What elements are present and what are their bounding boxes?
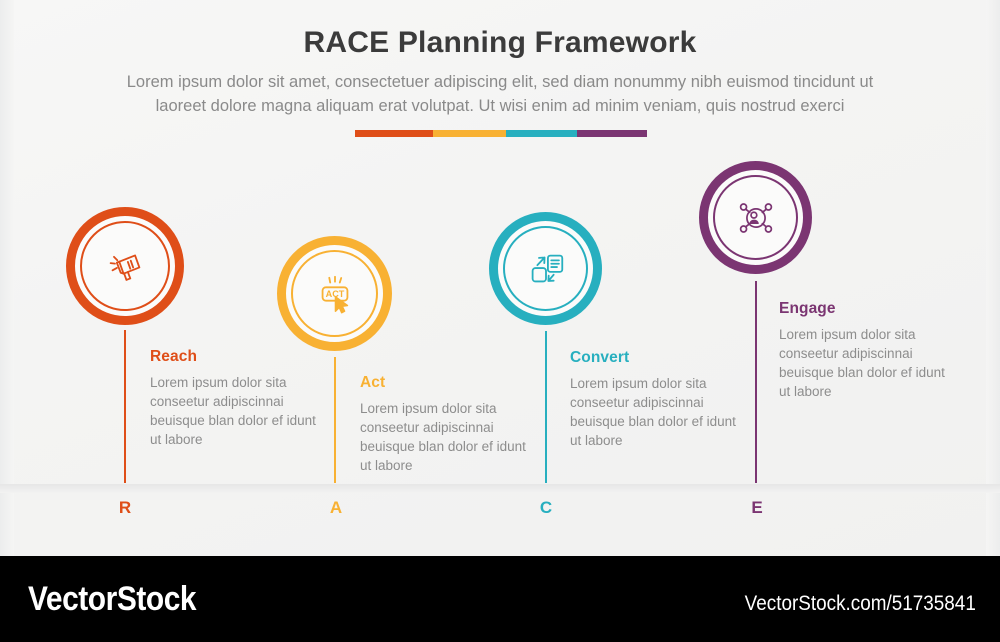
stage-text-engage: Engage Lorem ipsum dolor sita conseetur … [779, 300, 954, 401]
accent-segment-act [433, 130, 506, 137]
connector-line-act [334, 357, 336, 483]
stage-circle-inner-ring-reach [80, 221, 170, 311]
stage-letter-reach: R [118, 498, 132, 517]
accent-segment-convert [506, 130, 577, 137]
stage-circle-act[interactable]: ACT [277, 236, 392, 351]
poster-canvas: RACE Planning Framework Lorem ipsum dolo… [0, 0, 1000, 556]
stage-heading-convert: Convert [570, 349, 630, 366]
user-network-icon [739, 202, 772, 233]
convert-exchange-icon [531, 254, 563, 282]
stage-text-act: Act Lorem ipsum dolor sita conseetur adi… [360, 374, 535, 475]
accent-segment-reach [355, 130, 433, 137]
page-title: RACE Planning Framework [303, 26, 697, 59]
baseline-divider [0, 484, 1000, 493]
stage-heading-act: Act [360, 374, 386, 391]
stage-circle-inner-ring-convert [503, 226, 588, 311]
stage-heading-reach: Reach [150, 348, 198, 365]
stage-letter-convert: C [539, 498, 553, 517]
stage-letter-engage: E [751, 498, 763, 517]
watermark-footer [0, 556, 1000, 642]
stage-circle-reach[interactable] [66, 207, 184, 325]
act-click-button-icon: ACT [321, 275, 348, 313]
stage-body-engage: Lorem ipsum dolor sita conseetur adipisc… [779, 327, 945, 399]
connector-line-engage [755, 281, 757, 483]
stage-letter-act: A [329, 498, 343, 517]
page-subtitle: Lorem ipsum dolor sit amet, consectetuer… [126, 73, 874, 115]
right-edge-shade [986, 0, 1000, 556]
stage-text-convert: Convert Lorem ipsum dolor sita conseetur… [570, 349, 745, 450]
stage-body-act: Lorem ipsum dolor sita conseetur adipisc… [360, 401, 526, 473]
stage-heading-engage: Engage [779, 300, 836, 317]
stage-body-convert: Lorem ipsum dolor sita conseetur adipisc… [570, 376, 736, 448]
act-icon-label: ACT [325, 288, 344, 298]
connector-line-convert [545, 331, 547, 483]
vectorstock-logo: VectorStock [28, 580, 197, 618]
stage-circle-engage[interactable] [699, 161, 812, 274]
stage-body-reach: Lorem ipsum dolor sita conseetur adipisc… [150, 375, 316, 447]
stage-circle-inner-ring-act [291, 250, 378, 337]
stage-circle-convert[interactable] [489, 212, 602, 325]
megaphone-icon [109, 254, 141, 281]
connector-line-reach [124, 330, 126, 483]
vectorstock-url: VectorStock.com/51735841 [744, 592, 976, 615]
stage-text-reach: Reach Lorem ipsum dolor sita conseetur a… [150, 348, 325, 449]
left-edge-shade [0, 0, 14, 556]
accent-segment-engage [577, 130, 647, 137]
accent-bar [355, 130, 647, 137]
